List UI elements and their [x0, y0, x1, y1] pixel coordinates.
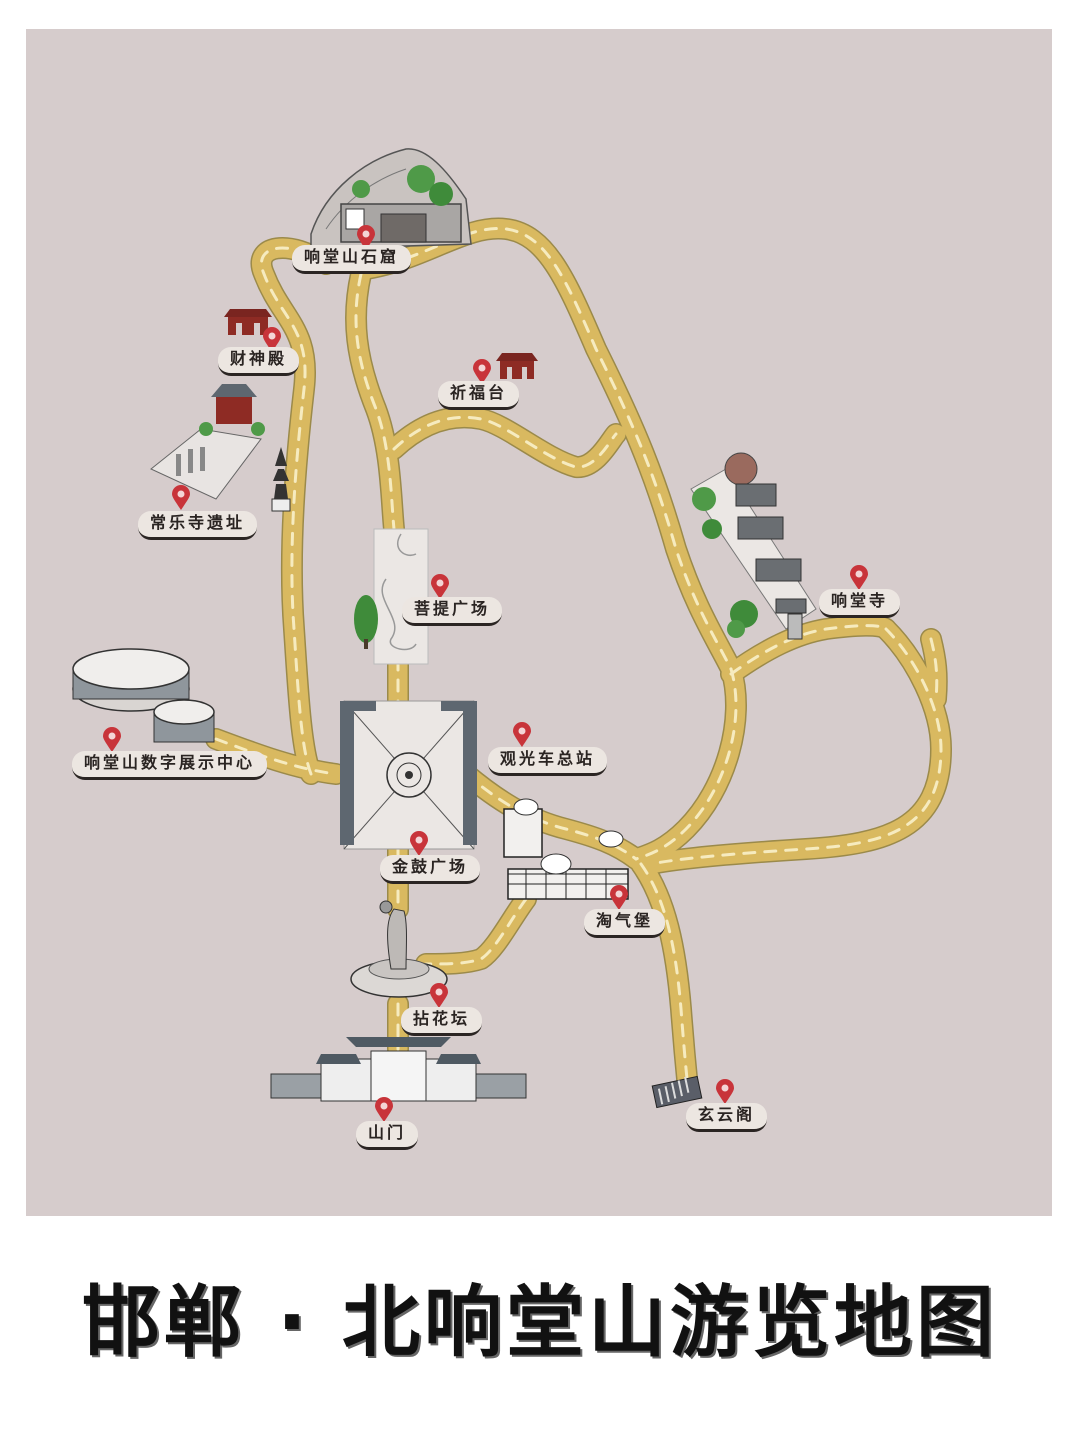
- red-temple-icon: [496, 353, 538, 379]
- label-jingu-square[interactable]: 金鼓广场: [380, 855, 481, 884]
- location-pin-icon[interactable]: [262, 327, 282, 353]
- label-taoqi-fort[interactable]: 淘气堡: [584, 909, 666, 938]
- location-pin-icon[interactable]: [356, 225, 376, 251]
- location-pin-icon[interactable]: [849, 565, 869, 591]
- red-temple-icon: [224, 309, 272, 335]
- square-plaza-icon: [340, 700, 477, 850]
- label-digital-exhibition-center[interactable]: 响堂山数字展示中心: [72, 751, 268, 780]
- road-network: [72, 148, 1052, 1109]
- label-caishen-hall[interactable]: 财神殿: [218, 347, 300, 376]
- temple-ruins-pagoda-icon: [150, 384, 291, 512]
- label-xuanyun-pavilion[interactable]: 玄云阁: [686, 1103, 768, 1132]
- page-title: 邯郸 · 北响堂山游览地图: [82, 1278, 998, 1368]
- label-grottoes[interactable]: 响堂山石窟: [292, 245, 412, 274]
- round-building-icon: [72, 648, 215, 743]
- location-pin-icon[interactable]: [409, 831, 429, 857]
- label-puti-square[interactable]: 菩提广场: [402, 597, 503, 626]
- label-changle-temple-ruins[interactable]: 常乐寺遗址: [138, 511, 258, 540]
- location-pin-icon[interactable]: [430, 574, 450, 600]
- label-sightseeing-bus-station[interactable]: 观光车总站: [488, 747, 608, 776]
- location-pin-icon[interactable]: [472, 359, 492, 385]
- location-pin-icon[interactable]: [102, 727, 122, 753]
- location-pin-icon[interactable]: [171, 485, 191, 511]
- grotto-cliff-icon: [310, 148, 472, 250]
- location-pin-icon[interactable]: [374, 1097, 394, 1123]
- label-nianhua-altar[interactable]: 拈花坛: [401, 1007, 483, 1036]
- plaza-tree-icon: [354, 528, 429, 665]
- map-panel[interactable]: 响堂山石窟 财神殿 祈福台 常乐寺遗址 菩提广场 响堂寺 响堂山数字展示中心 观…: [26, 29, 1052, 1216]
- hand-flower-statue-icon: [350, 900, 448, 998]
- location-pin-icon[interactable]: [512, 722, 532, 748]
- location-pin-icon[interactable]: [609, 885, 629, 911]
- location-pin-icon[interactable]: [715, 1079, 735, 1105]
- mountain-gate-icon: [270, 1037, 527, 1102]
- location-pin-icon[interactable]: [429, 983, 449, 1009]
- pavilion-icon: [651, 1075, 703, 1109]
- label-mountain-gate[interactable]: 山门: [356, 1121, 419, 1150]
- label-qifu-terrace[interactable]: 祈福台: [438, 381, 520, 410]
- temple-complex-icon: [690, 452, 817, 640]
- playground-building-icon: [503, 798, 629, 900]
- label-xiangtang-temple[interactable]: 响堂寺: [819, 589, 901, 618]
